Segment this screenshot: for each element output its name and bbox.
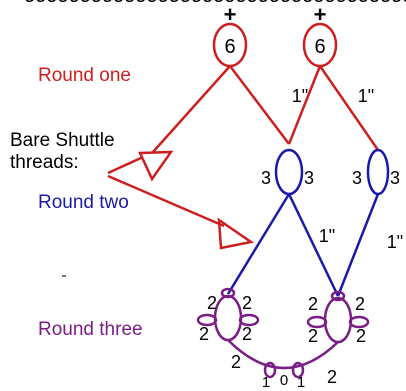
round-one-chain-right xyxy=(318,65,380,151)
round-two-chain-3 xyxy=(336,193,380,297)
round-one-label: Round one xyxy=(38,65,131,86)
bare-shuttle-arrow-1-shaft xyxy=(107,155,144,175)
round-three-group xyxy=(196,287,370,379)
round-one-mark-1: + xyxy=(224,2,237,27)
round-two-label: Round two xyxy=(38,192,129,213)
round-three-label: Round three xyxy=(38,319,143,340)
round-one-chain-mid-b xyxy=(287,65,322,145)
round-three-ring-1-tl: 2 xyxy=(207,293,217,313)
round-two-ring-1-right: 3 xyxy=(304,168,314,188)
round-one-ring-2-count: 6 xyxy=(314,36,325,58)
round-three-chain-center: 0 xyxy=(280,372,288,389)
round-three-ring-1-bl: 2 xyxy=(199,324,209,344)
round-three-ring-1-tr: 2 xyxy=(242,293,252,313)
round-two-group xyxy=(226,148,390,297)
round-three-picot xyxy=(220,287,236,299)
bare-shuttle-arrow-2-head xyxy=(217,217,255,250)
round-three-chain-right: 2 xyxy=(327,367,337,387)
round-three-picot xyxy=(238,313,260,327)
round-one-chain-label-1: 1" xyxy=(292,86,308,106)
round-two-ring-1-left: 3 xyxy=(261,168,271,188)
round-three-ring-2-bl: 2 xyxy=(308,326,318,346)
round-two-chain-label-1: 1" xyxy=(319,226,335,246)
round-three-ring-2-tr: 2 xyxy=(355,294,365,314)
round-one-mark-2: + xyxy=(314,2,327,27)
round-three-ring-2-br: 2 xyxy=(356,326,366,346)
round-three-picot xyxy=(263,361,277,379)
bare-shuttle-arrow-2-shaft xyxy=(107,174,225,228)
round-two-ring-1 xyxy=(274,148,304,196)
bare-shuttle-label-line2: threads: xyxy=(10,152,79,173)
round-one-group xyxy=(107,22,380,250)
round-three-chain-center-right: 1 xyxy=(297,374,305,391)
round-three-picot xyxy=(196,313,218,327)
bare-shuttle-arrow-1-head xyxy=(138,150,174,182)
round-one-chain-left xyxy=(152,65,231,153)
header-fragment: oooooooooooooooooooooooooooooooooooooooo… xyxy=(24,0,406,7)
round-two-ring-2 xyxy=(366,148,390,196)
round-one-chain-label-2: 1" xyxy=(358,86,374,106)
round-three-picot xyxy=(330,290,346,302)
bare-shuttle-label-line1: Bare Shuttle xyxy=(10,130,115,151)
round-one-ring-1-count: 6 xyxy=(224,36,235,58)
round-three-ring-1-br: 2 xyxy=(242,324,252,344)
round-three-picot xyxy=(306,315,328,329)
round-three-picot xyxy=(348,315,370,329)
round-three-ring-1 xyxy=(213,294,243,342)
round-two-chain-1 xyxy=(226,193,291,295)
round-one-chain-mid-a xyxy=(229,65,290,145)
round-three-picot xyxy=(291,361,305,379)
round-three-ring-2 xyxy=(323,296,353,344)
round-three-chain-center-left: 1 xyxy=(262,374,270,391)
round-two-chain-label-2: 1" xyxy=(387,232,403,252)
round-three-ring-2-tl: 2 xyxy=(308,294,318,314)
round-two-chain-2 xyxy=(287,193,340,297)
round-three-chain xyxy=(227,339,339,370)
round-two-ring-2-right: 3 xyxy=(390,168,400,188)
round-two-ring-2-left: 3 xyxy=(352,168,362,188)
round-three-chain-left: 2 xyxy=(231,352,241,372)
